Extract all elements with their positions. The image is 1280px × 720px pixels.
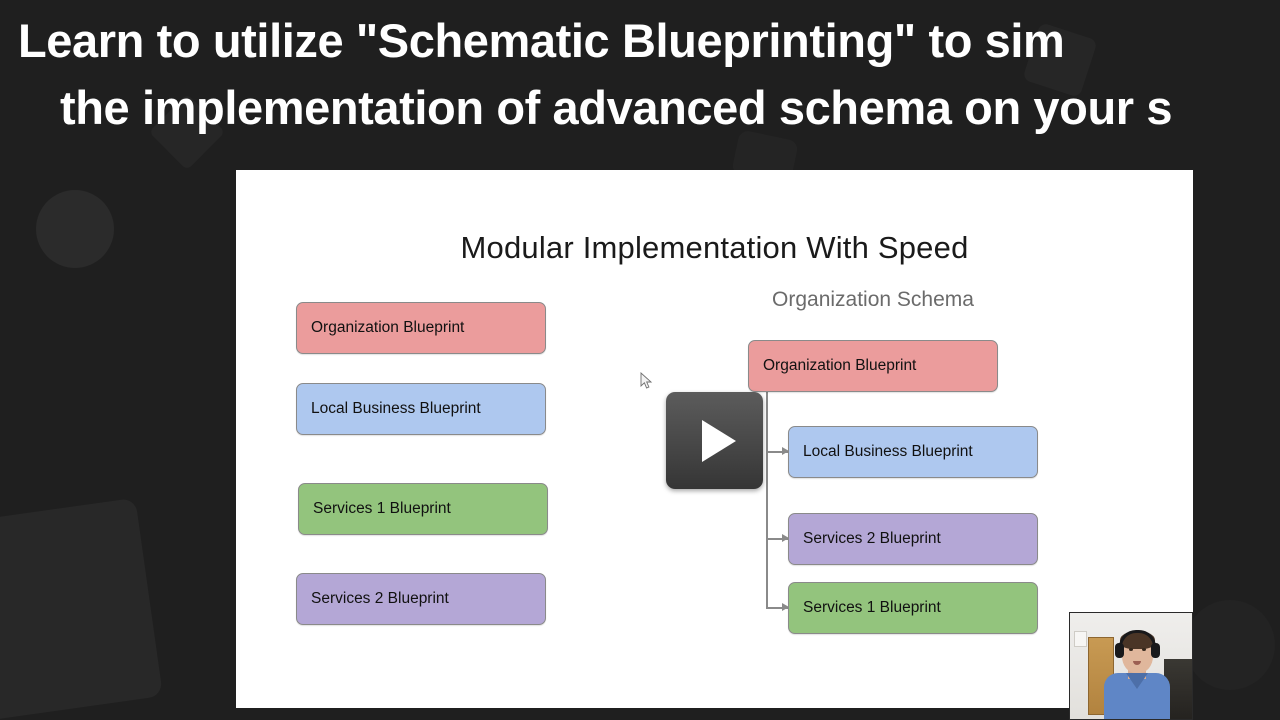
webcam-wall-picture xyxy=(1074,631,1087,647)
node-label: Organization Blueprint xyxy=(763,357,917,374)
webcam-person-mouth xyxy=(1133,661,1141,665)
tree-arrow-icon-1 xyxy=(782,447,789,455)
play-button[interactable] xyxy=(666,392,763,489)
tree-root-organization-blueprint: Organization Blueprint xyxy=(748,340,998,392)
tree-arrow-icon-3 xyxy=(782,603,789,611)
node-label: Organization Blueprint xyxy=(311,319,465,336)
tree-connector-branch-2 xyxy=(766,538,788,540)
tree-child-services-1-blueprint: Services 1 Blueprint xyxy=(788,582,1038,634)
tree-connector-vertical xyxy=(766,379,768,608)
node-label: Local Business Blueprint xyxy=(803,443,973,460)
headline-line-1: Learn to utilize "Schematic Blueprinting… xyxy=(18,14,1065,67)
webcam-person-eye-right xyxy=(1142,648,1146,651)
left-node-organization-blueprint: Organization Blueprint xyxy=(296,302,546,354)
headphone-earcup-right xyxy=(1151,643,1160,658)
node-label: Services 1 Blueprint xyxy=(803,599,941,616)
decor-circle-shape xyxy=(36,190,114,268)
headline-line-2: the implementation of advanced schema on… xyxy=(60,80,1173,134)
tree-connector-branch-3 xyxy=(766,607,788,609)
node-label: Services 2 Blueprint xyxy=(803,530,941,547)
pointer-cursor-icon xyxy=(640,372,653,389)
play-icon xyxy=(701,419,736,462)
left-node-services-1-blueprint: Services 1 Blueprint xyxy=(298,483,548,535)
tree-child-local-business-blueprint: Local Business Blueprint xyxy=(788,426,1038,478)
headline: Learn to utilize "Schematic Blueprinting… xyxy=(0,8,1280,141)
decor-square-bottom-left xyxy=(0,497,163,720)
headphone-earcup-left xyxy=(1115,643,1124,658)
left-node-services-2-blueprint: Services 2 Blueprint xyxy=(296,573,546,625)
decor-blob-bottom-right xyxy=(1185,600,1275,690)
node-label: Local Business Blueprint xyxy=(311,400,481,417)
webcam-person-eye-left xyxy=(1129,648,1133,651)
tree-connector-branch-1 xyxy=(766,451,788,453)
slide-title: Modular Implementation With Speed xyxy=(460,230,969,265)
presenter-webcam[interactable] xyxy=(1069,612,1193,720)
node-label: Services 2 Blueprint xyxy=(311,590,449,607)
organization-schema-heading: Organization Schema xyxy=(772,288,974,311)
left-node-local-business-blueprint: Local Business Blueprint xyxy=(296,383,546,435)
tree-child-services-2-blueprint: Services 2 Blueprint xyxy=(788,513,1038,565)
slide-canvas: Modular Implementation With Speed Organi… xyxy=(236,170,1193,708)
tree-arrow-icon-2 xyxy=(782,534,789,542)
node-label: Services 1 Blueprint xyxy=(313,500,451,517)
